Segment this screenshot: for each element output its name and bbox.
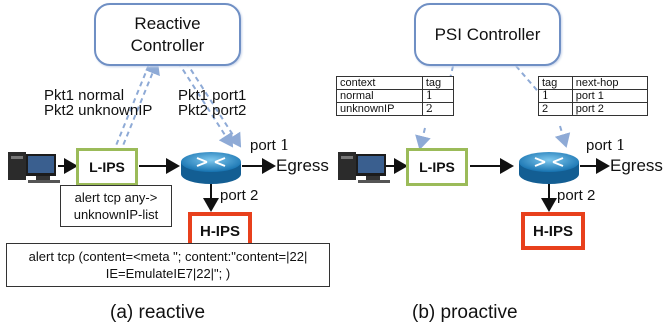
table-cell: port 2 xyxy=(571,102,649,116)
table-cell: 1 xyxy=(538,89,573,103)
table-cell: normal xyxy=(336,89,423,103)
table-row: normal 1 xyxy=(336,89,455,103)
hips-box: H-IPS xyxy=(521,212,585,250)
caption-reactive: (a) reactive xyxy=(110,302,206,323)
hips-rule-box: alert tcp (content=<meta "; content:"con… xyxy=(6,243,330,287)
pkt-port2-label: Pkt2 port2 xyxy=(178,102,247,119)
reactive-dashed-arrow-router-down xyxy=(177,61,242,148)
table-row: 2 port 2 xyxy=(538,102,649,116)
egress-label: Egress xyxy=(276,156,329,175)
pkt-normal-label: Pkt1 normal xyxy=(44,87,125,104)
port2-label: port 2 xyxy=(220,187,259,204)
port2-label: port 2 xyxy=(557,187,596,204)
port1-label: port 1 xyxy=(586,136,626,154)
table-header-row: context tag xyxy=(336,76,455,90)
router-icon xyxy=(519,152,579,184)
table-header-cell: tag xyxy=(421,76,455,90)
table-cell: 2 xyxy=(538,102,573,116)
context-tag-table: context tag normal 1 unknownIP 2 xyxy=(336,76,455,116)
egress-label: Egress xyxy=(610,156,663,175)
router-icon xyxy=(181,152,241,184)
table-row: 1 port 1 xyxy=(538,89,649,103)
reactive-controller: Reactive Controller xyxy=(94,3,241,66)
table-header-cell: context xyxy=(336,76,423,90)
table-row: unknownIP 2 xyxy=(336,102,455,116)
lips-rule-box: alert tcp any-> unknownIP-list xyxy=(60,185,172,227)
psi-controller: PSI Controller xyxy=(414,3,561,66)
table-header-row: tag next-hop xyxy=(538,76,649,90)
lips-box: L-IPS xyxy=(76,148,138,186)
table-cell: 1 xyxy=(421,89,455,103)
reactive-dashed-arrow-lips-up xyxy=(112,60,160,154)
proactive-dashed-arrow-router xyxy=(515,65,571,148)
pkt-unknownip-label: Pkt2 unknownIP xyxy=(44,102,153,119)
table-header-cell: tag xyxy=(538,76,573,90)
computer-icon xyxy=(8,152,60,183)
table-cell: port 1 xyxy=(571,89,649,103)
tag-nexthop-table: tag next-hop 1 port 1 2 port 2 xyxy=(538,76,649,116)
table-cell: unknownIP xyxy=(336,102,423,116)
computer-icon xyxy=(338,152,390,183)
port1-label: port 1 xyxy=(250,136,290,154)
caption-proactive: (b) proactive xyxy=(412,302,518,323)
lips-box: L-IPS xyxy=(406,148,468,186)
table-cell: 2 xyxy=(421,102,455,116)
table-header-cell: next-hop xyxy=(571,76,649,90)
pkt-port1-label: Pkt1 port1 xyxy=(178,87,247,104)
